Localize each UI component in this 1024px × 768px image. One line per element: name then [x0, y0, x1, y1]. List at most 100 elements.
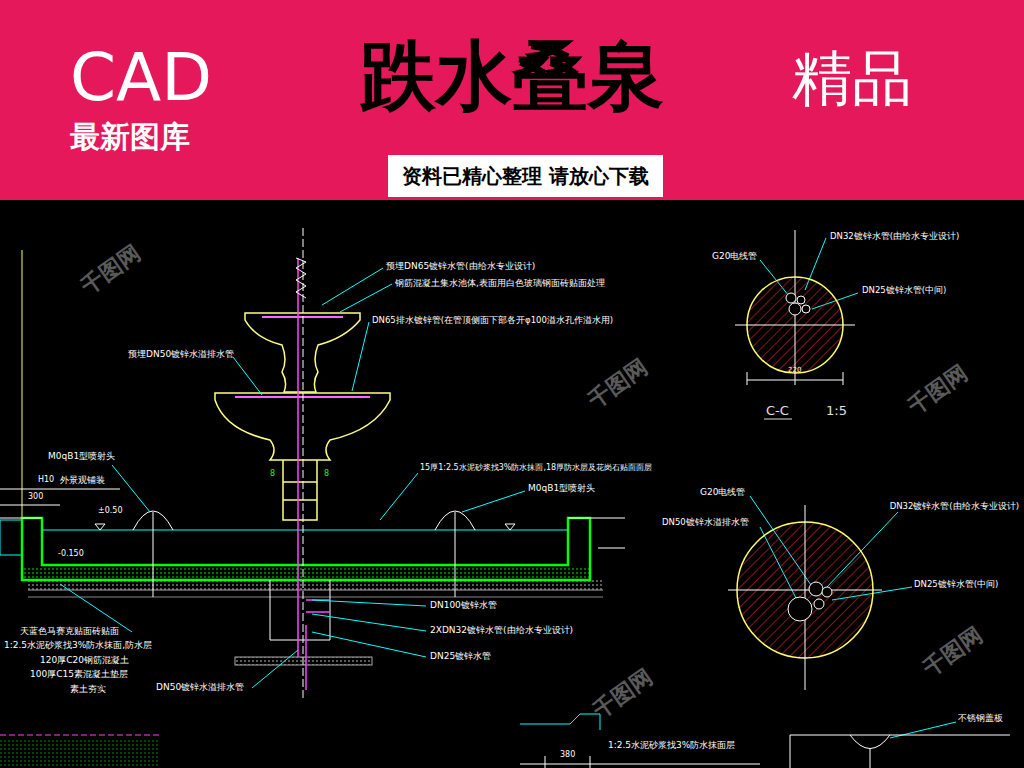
structure-note: 钢筋混凝土集水池体,表面用白色玻璃钢面砖贴面处理 — [395, 279, 605, 289]
leader-lines — [252, 650, 298, 688]
pool-structure — [95, 524, 105, 530]
fountain-body — [283, 460, 317, 520]
leader-lines — [60, 584, 132, 632]
bottom-details — [790, 735, 791, 768]
bottom-details — [0, 740, 160, 766]
nozzles — [435, 511, 475, 530]
layer-note: 120厚C20钢筋混凝土 — [40, 656, 129, 666]
leader-lines — [312, 614, 426, 631]
conduit-note: G20电线管 — [700, 488, 745, 498]
section-name: C-C — [766, 404, 789, 418]
bottom-details — [520, 714, 600, 730]
pipe-note: DN100镀锌水管 — [430, 601, 497, 611]
nozzles — [133, 511, 475, 597]
section-small — [747, 380, 843, 381]
pool-structure — [22, 566, 590, 579]
layer-note: 100厚C15素混凝土垫层 — [30, 670, 128, 680]
left-edge-lines — [0, 505, 60, 506]
elevation: ±0.50 — [98, 507, 123, 516]
leader-lines — [890, 722, 956, 738]
dimension: 300 — [28, 493, 43, 502]
central-pipes — [303, 228, 304, 700]
pool-structure — [28, 580, 603, 590]
dimension: 8 — [270, 470, 275, 479]
pipe-note: DN65排水镀锌管(在管顶侧面下部各开φ100溢水孔作溢水用) — [372, 316, 613, 325]
finish-note: 1:2.5水泥砂浆找3%防水抹面层 — [608, 741, 735, 751]
pool-structure — [568, 518, 625, 519]
bottom-details — [520, 764, 760, 765]
pipe-note: DN32镀锌水管(由给水专业设计) — [830, 232, 959, 241]
nozzles — [133, 511, 173, 530]
section-small — [786, 293, 796, 303]
leader-lines — [233, 357, 262, 395]
leader-lines — [380, 473, 418, 520]
pool-structure — [0, 518, 42, 519]
section-small — [747, 372, 748, 385]
pipe-note: DN32镀锌水管(由给水专业设计) — [890, 502, 1019, 511]
dimension: 220 — [788, 367, 801, 375]
part-note: 不锈钢盖板 — [958, 714, 1003, 724]
bottom-details — [790, 735, 1010, 736]
title: 跌水叠泉 — [360, 38, 664, 114]
watermark: 千图网 — [919, 623, 987, 681]
brand-sub: 最新图库 — [70, 120, 190, 153]
notice-text: 资料已精心整理 请放心下载 — [402, 163, 649, 190]
pipe-note: 预埋DN65镀锌水管(由给水专业设计) — [386, 262, 535, 272]
pool-structure — [505, 524, 515, 530]
section-scale: 1:5 — [826, 404, 847, 418]
pipe-note: DN25镀锌水管(中间) — [862, 286, 946, 295]
pool-structure — [598, 548, 625, 549]
pool-structure — [28, 590, 603, 591]
leader-lines — [312, 600, 426, 606]
notice-box: 资料已精心整理 请放心下载 — [388, 155, 663, 197]
section-large — [728, 505, 882, 690]
section-large — [814, 599, 824, 609]
header-band — [0, 0, 1024, 200]
leader-lines — [112, 465, 150, 512]
fountain-body — [283, 481, 317, 483]
leader-lines — [340, 284, 392, 312]
conduit-note: G20电线管 — [712, 252, 757, 262]
leader-lines — [322, 268, 383, 305]
bottom-details — [850, 735, 890, 749]
pipe-note: DN50镀锌水溢排水管 — [662, 518, 749, 527]
left-edge-lines — [0, 520, 22, 555]
fountain-body — [270, 580, 330, 640]
pool-structure — [28, 597, 603, 598]
finish-note: 15厚1:2.5水泥砂浆找3%防水抹面,18厚防水层及花岗石贴面面层 — [420, 464, 652, 473]
watermark: 千图网 — [77, 241, 145, 299]
layer-note: 1:2.5水泥砂浆找3%防水抹面,防水层 — [4, 641, 152, 651]
pipe-note: DN25镀锌水管 — [430, 652, 491, 662]
section-small — [764, 419, 792, 420]
paving-note: 外景观铺装 — [60, 476, 105, 486]
section-large — [809, 582, 823, 596]
leader-lines — [60, 238, 956, 738]
dimension: 8 — [324, 470, 329, 479]
brand: CAD — [70, 42, 212, 115]
bottom-details — [870, 748, 871, 768]
nozzle-note: M0qB1型喷射头 — [48, 452, 115, 462]
bottom-details — [545, 756, 546, 768]
section-small — [843, 372, 844, 385]
central-pipes — [297, 258, 299, 657]
bottom-details — [0, 735, 160, 736]
pipe-note: DN50镀锌水溢排水管 — [156, 683, 244, 693]
section-small — [789, 303, 801, 315]
pool-structure — [42, 530, 568, 531]
watermark: 千图网 — [584, 355, 652, 413]
central-pipes — [296, 258, 306, 298]
section-small — [797, 296, 805, 304]
left-edge-lines — [0, 489, 120, 490]
pipe-note: DN25镀锌水管(中间) — [914, 580, 998, 589]
bottom-details — [590, 756, 591, 768]
central-pipes — [296, 228, 330, 700]
bottom-details — [0, 714, 1010, 768]
dimension: 380 — [560, 751, 575, 760]
pool-structure — [22, 518, 590, 580]
nozzles — [153, 512, 154, 597]
badge: 精品 — [792, 45, 912, 111]
pipe-note: 2XDN32镀锌水管(由给水专业设计) — [430, 626, 573, 636]
section-small — [802, 305, 810, 313]
